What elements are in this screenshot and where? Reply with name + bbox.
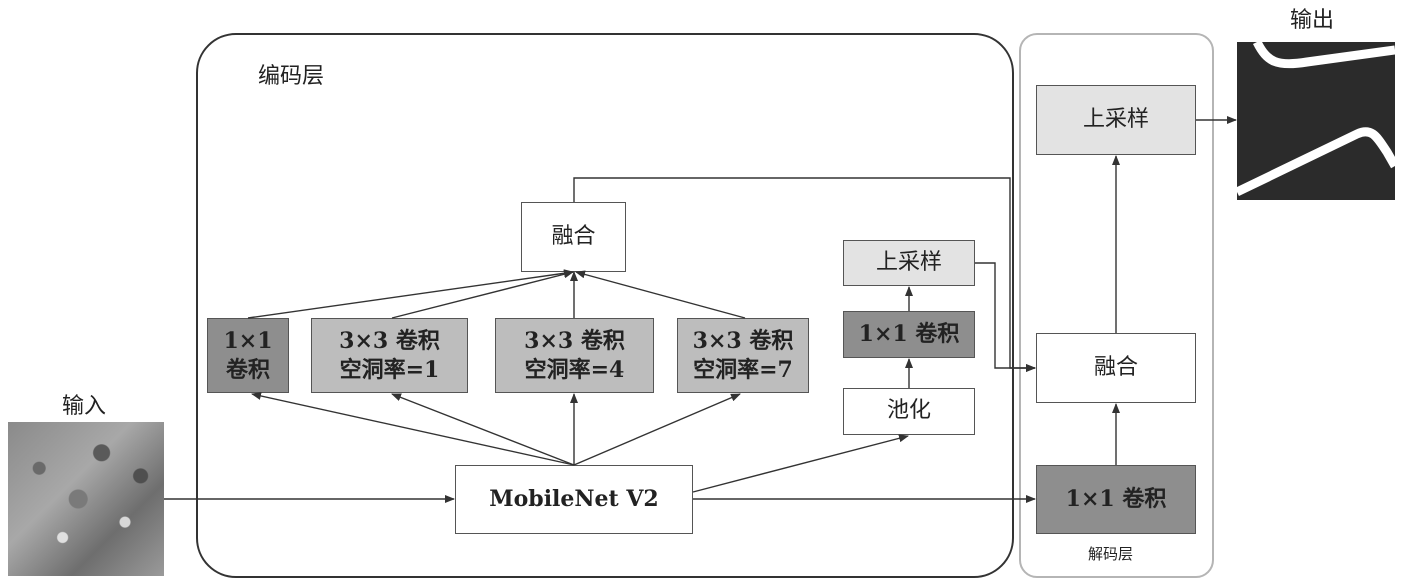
arrow-backbone-to-branch2 [391,393,575,466]
arrow-branch2-to-fuse [391,270,574,319]
decoder-upsample-box: 上采样 [1036,85,1196,155]
arrow-encfuse-to-decfuse [573,177,1036,372]
decoder-frame [1019,33,1214,578]
backbone-box: MobileNet V2 [455,465,693,534]
encoder-title: 编码层 [258,64,325,89]
pool-upsample-box: 上采样 [843,240,975,286]
output-label: 输出 [1290,8,1335,33]
input-satellite-image [8,422,164,576]
branch-3x3-rate4: 3×3 卷积空洞率=4 [495,318,654,393]
decoder-fuse-box: 融合 [1036,333,1196,403]
arrow-branch1-to-fuse [247,269,574,319]
encoder-fuse-box: 融合 [521,202,626,272]
arrow-backbone-to-pool [692,434,909,493]
branch-3x3-rate7: 3×3 卷积空洞率=7 [677,318,809,393]
input-label: 输入 [62,394,107,419]
decoder-title: 解码层 [1088,545,1134,563]
arrow-branch4-to-fuse [575,270,746,319]
arrow-backbone-to-branch4 [573,393,741,466]
pool-conv-box: 1×1 卷积 [843,311,975,358]
branch-3x3-rate1: 3×3 卷积空洞率=1 [311,318,468,393]
arrow-poolup-to-decfuse [975,262,1036,372]
arrow-backbone-to-branch1 [251,392,575,466]
encoder-frame [196,33,1014,578]
output-segmentation-image [1237,42,1395,200]
decoder-conv-box: 1×1 卷积 [1036,465,1196,534]
pool-box: 池化 [843,388,975,435]
road-mask-icon [1237,42,1395,197]
